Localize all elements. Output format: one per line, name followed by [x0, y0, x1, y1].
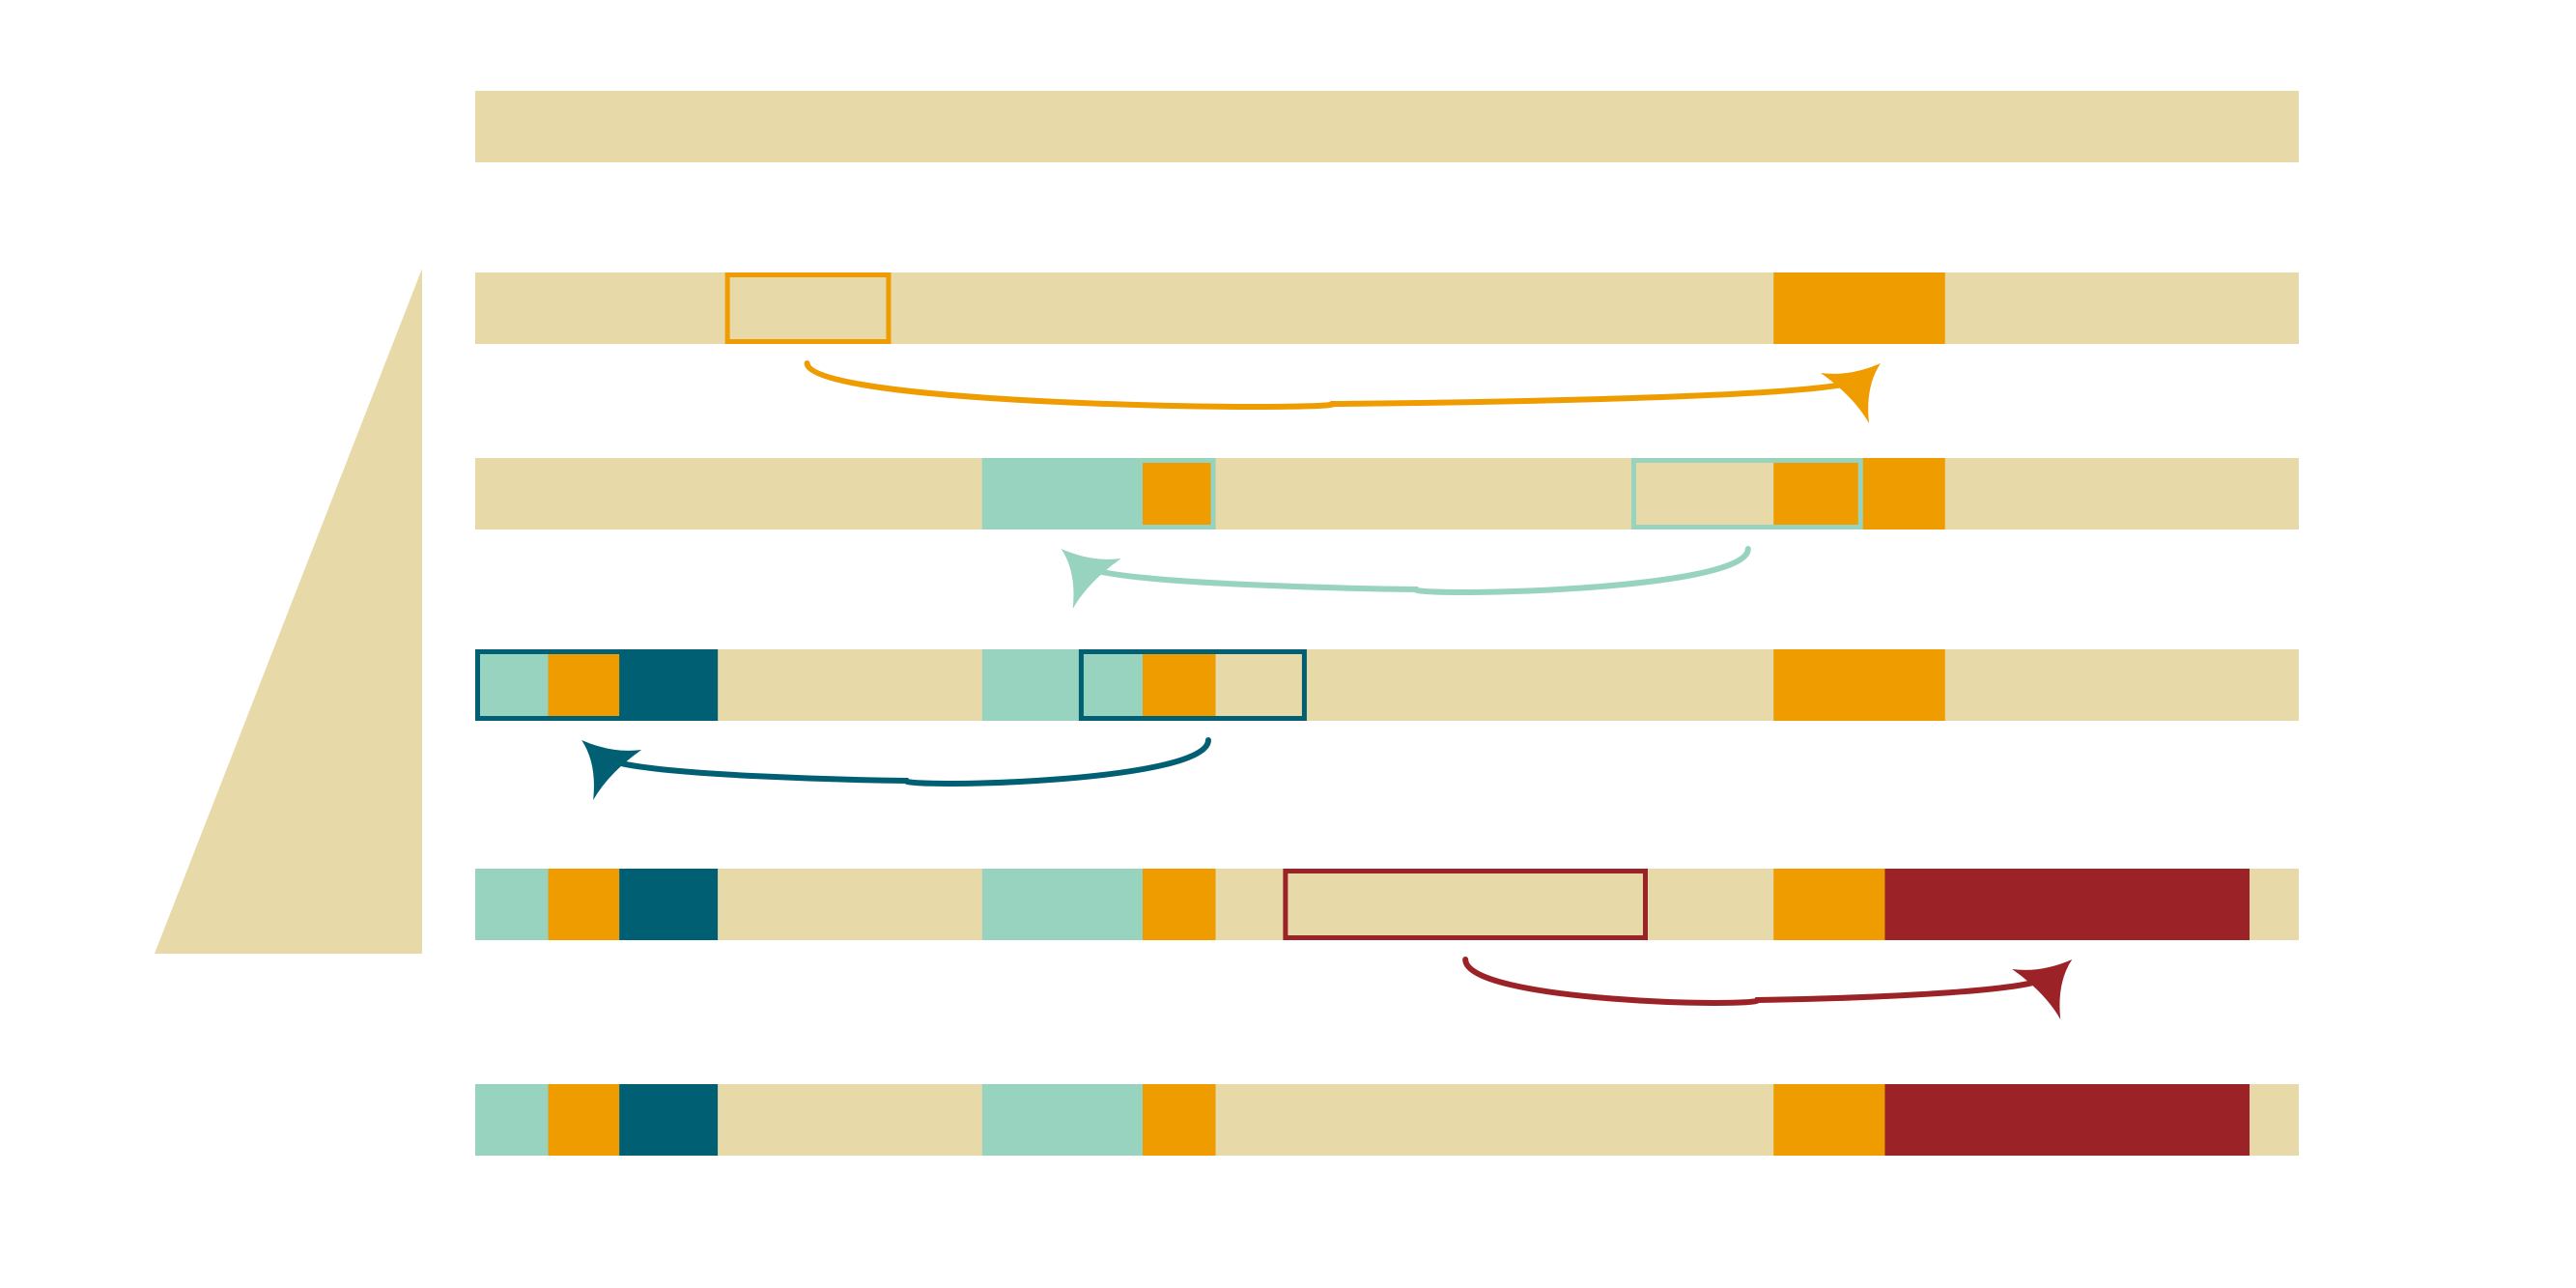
tracks [475, 91, 2299, 1156]
arrow-head [1061, 549, 1121, 609]
track-4 [475, 649, 2299, 721]
orange-segment [548, 649, 620, 721]
track-6 [475, 1084, 2299, 1156]
arrow-shaft [1079, 546, 1751, 595]
teal-selection-box [1078, 649, 1307, 721]
mint-segment [475, 649, 549, 721]
orange-segment [1143, 869, 1216, 940]
arrow-shaft [1462, 957, 2054, 1006]
track-2 [475, 272, 2299, 344]
orange-segment [548, 1084, 620, 1156]
teal-segment [619, 1084, 719, 1156]
orange-selection-box [724, 272, 892, 344]
orange-segment [1773, 1084, 1885, 1156]
red-selection-box [1283, 869, 1648, 940]
depth-wedge [155, 269, 422, 954]
red-move-arrow [1462, 957, 2073, 1019]
mint-segment [475, 869, 549, 940]
mint-segment [981, 869, 1144, 940]
mint-selection-box [981, 458, 1216, 530]
mint-segment [475, 1084, 549, 1156]
move-arrows [581, 360, 2073, 1019]
orange-segment [1773, 272, 1945, 344]
red-segment [1884, 1084, 2250, 1156]
chromosome-bar [475, 91, 2299, 162]
arrow-head [2012, 959, 2073, 1019]
arrow-shaft [600, 737, 1211, 787]
orange-segment [1143, 1084, 1216, 1156]
arrow-head [1820, 363, 1881, 423]
orange-segment [1143, 649, 1216, 721]
orange-segment [1773, 649, 1945, 721]
mint-segment [981, 1084, 1144, 1156]
track-5 [475, 869, 2299, 940]
teal-move-arrow [581, 737, 1211, 800]
mint-selection-box [1630, 458, 1863, 530]
orange-segment [548, 869, 620, 940]
orange-segment [1773, 869, 1885, 940]
mint-segment [981, 649, 1144, 721]
teal-selection-box [475, 649, 719, 721]
arrow-shaft [804, 360, 1862, 411]
arrow-head [581, 740, 642, 800]
orange-move-arrow [804, 360, 1881, 423]
chromosome-bar [475, 649, 2299, 721]
chromosome-bar [475, 458, 2299, 530]
track-1 [475, 91, 2299, 162]
mint-move-arrow [1061, 546, 1751, 609]
chromosome-bar [475, 272, 2299, 344]
red-segment [1884, 869, 2250, 940]
teal-segment [619, 869, 719, 940]
orange-segment [1143, 458, 1216, 530]
track-3 [475, 458, 2299, 530]
